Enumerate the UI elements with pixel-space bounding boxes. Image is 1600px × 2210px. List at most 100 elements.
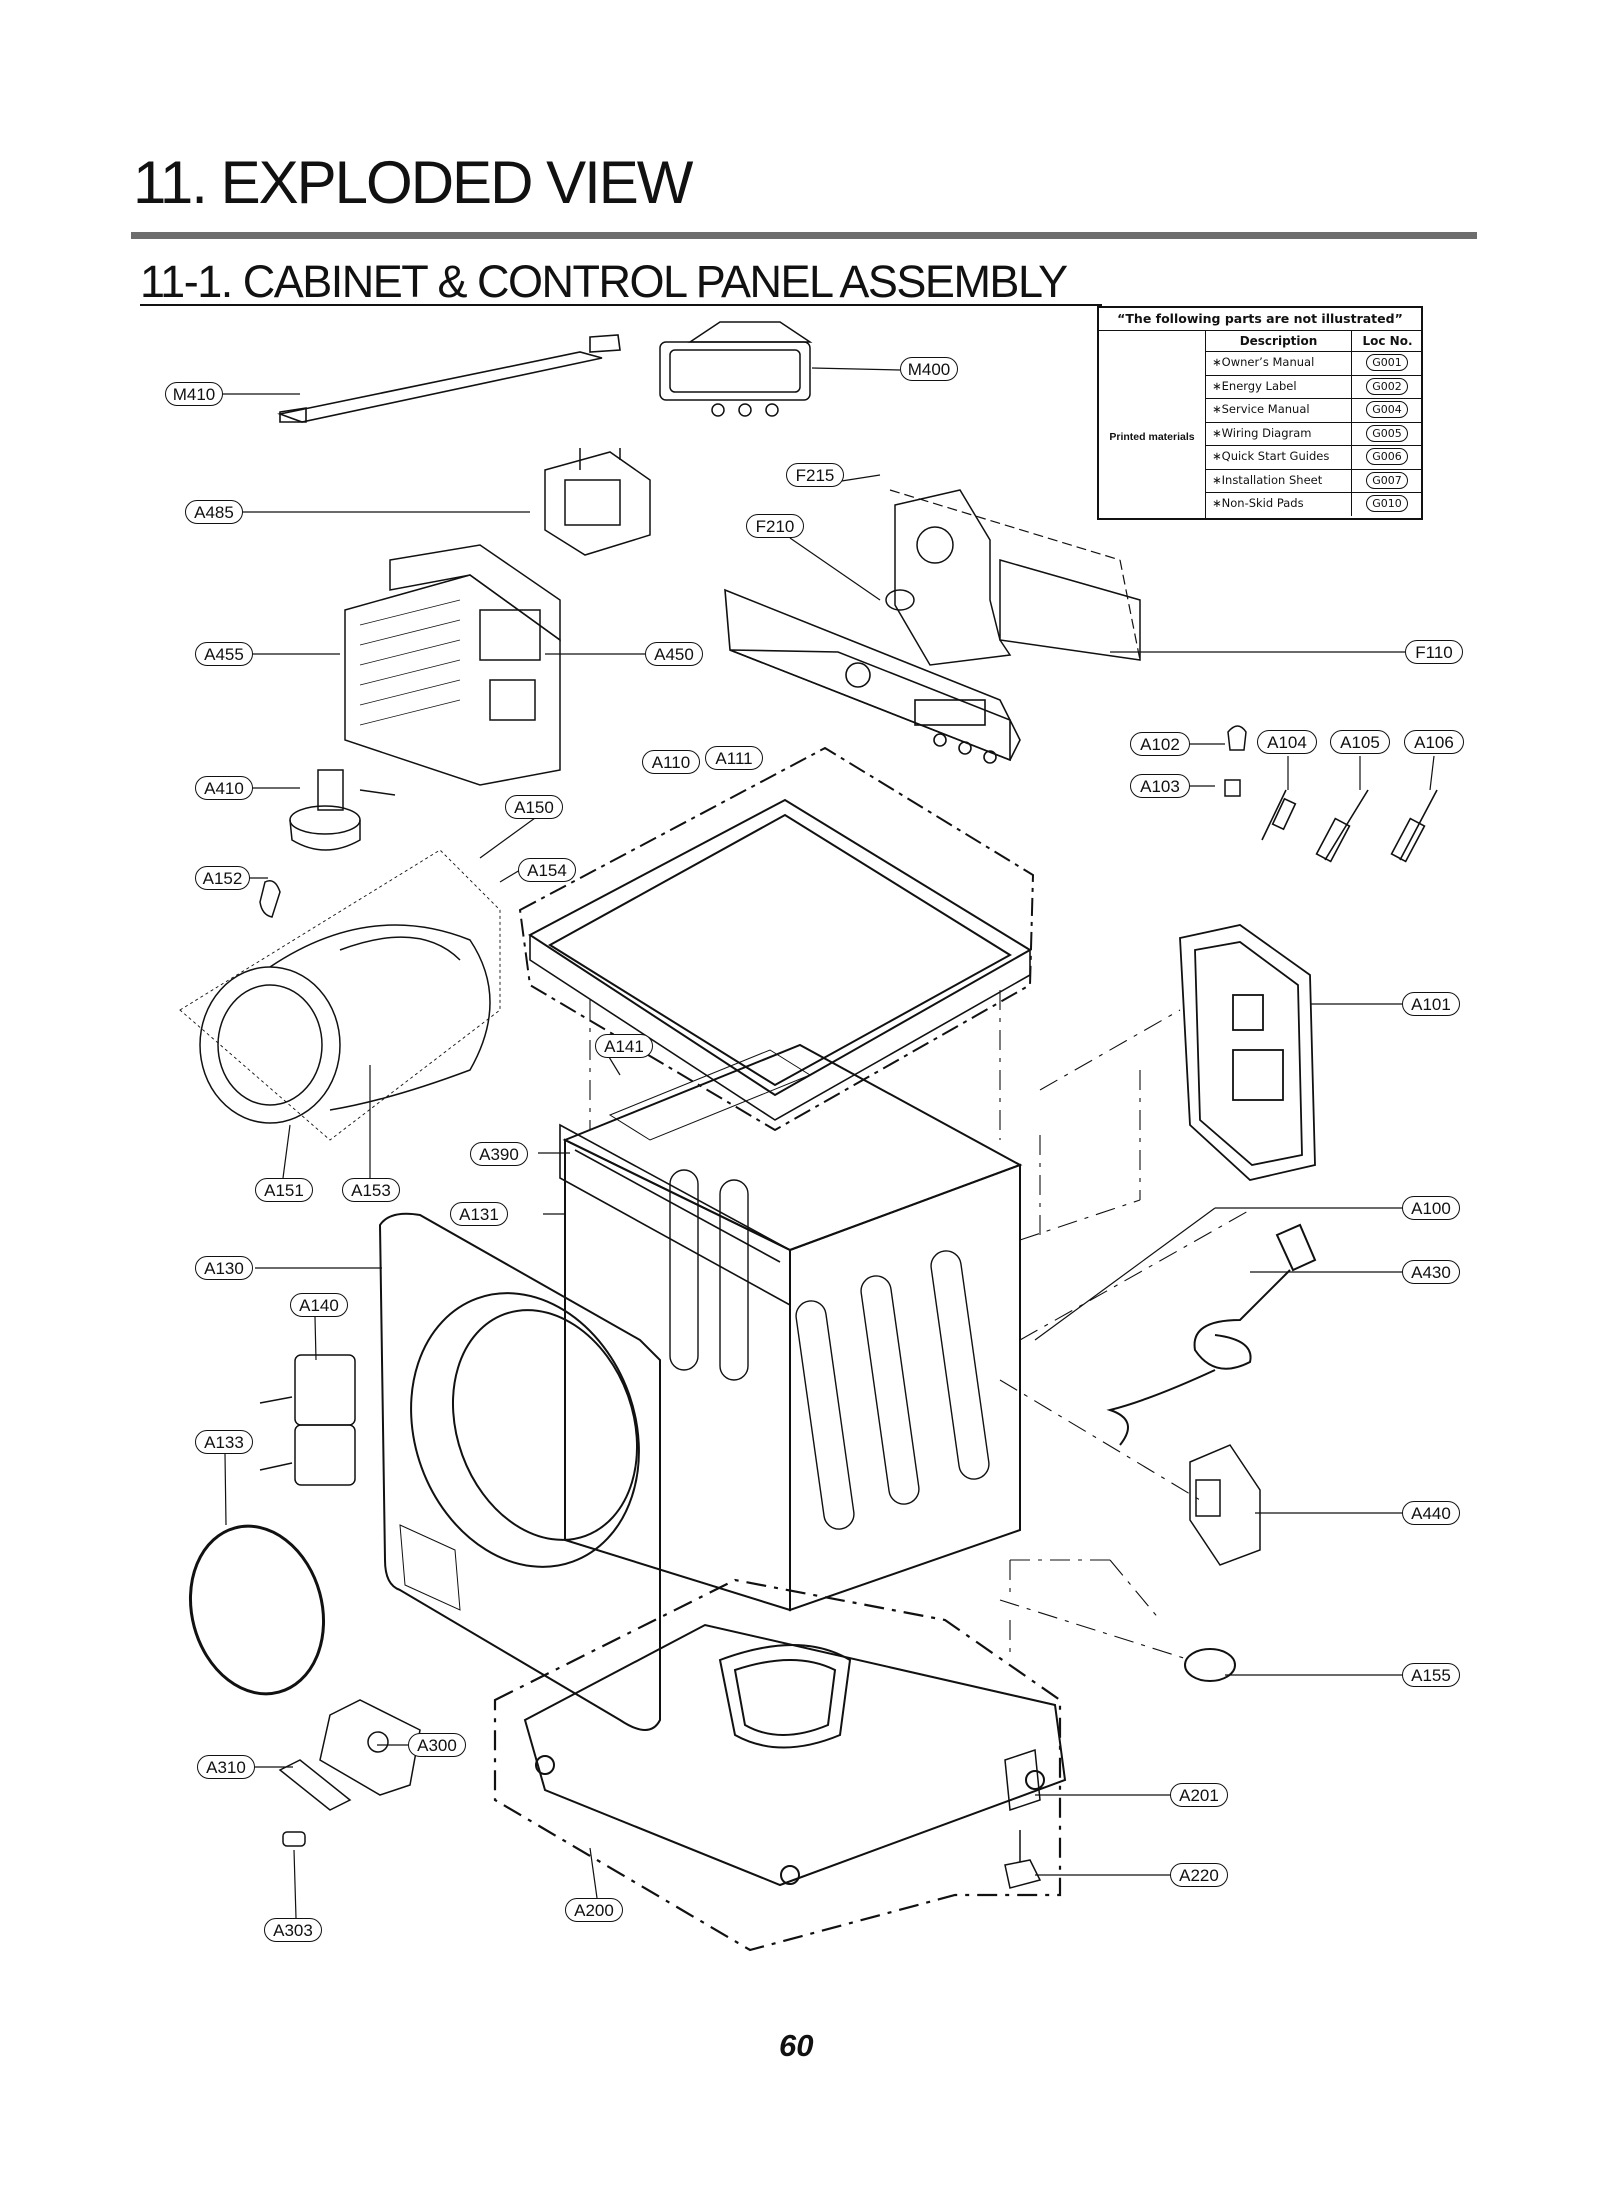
display-part xyxy=(544,448,651,556)
table-row: ∗Non-Skid Pads G010 xyxy=(1206,492,1423,516)
row-description: ∗Energy Label xyxy=(1206,374,1352,398)
callout-a220: A220 xyxy=(1170,1863,1228,1887)
section-rule xyxy=(140,304,1102,306)
column-header-loc: Loc No. xyxy=(1362,334,1413,348)
callout-a485: A485 xyxy=(185,500,243,524)
table-row: ∗Owner’s Manual G001 xyxy=(1206,351,1423,376)
callout-f110: F110 xyxy=(1405,640,1463,664)
clamp-ring-part xyxy=(188,1524,326,1696)
section-title: 11-1. CABINET & CONTROL PANEL ASSEMBLY xyxy=(140,256,1068,307)
row-loc-badge: G001 xyxy=(1366,354,1408,371)
callout-a103: A103 xyxy=(1130,774,1190,798)
row-description: ∗Quick Start Guides xyxy=(1206,445,1352,469)
callout-a100: A100 xyxy=(1402,1196,1460,1220)
callout-f210: F210 xyxy=(746,514,804,538)
page-number: 60 xyxy=(779,2028,814,2063)
callout-a154: A154 xyxy=(518,858,576,882)
control-board-part xyxy=(344,544,561,786)
callout-a141: A141 xyxy=(595,1034,653,1058)
callout-a455: A455 xyxy=(195,642,253,666)
table-heading: “The following parts are not illustrated… xyxy=(1099,308,1421,331)
service-panel-part xyxy=(559,1123,791,1307)
row-loc-badge: G007 xyxy=(1366,471,1408,489)
column-header-description: Description xyxy=(1206,331,1352,351)
row-description: ∗Non-Skid Pads xyxy=(1206,492,1352,516)
callout-a201: A201 xyxy=(1170,1783,1228,1807)
callout-a303: A303 xyxy=(264,1918,322,1942)
hinge-parts xyxy=(1224,725,1247,797)
valve-part xyxy=(659,321,813,417)
callout-a131: A131 xyxy=(450,1202,508,1226)
leveling-leg-parts xyxy=(1004,1748,1042,1889)
power-cord-part xyxy=(1106,1223,1317,1446)
callout-a152: A152 xyxy=(195,866,250,890)
cap-part xyxy=(1184,1648,1236,1682)
parts-not-illustrated-table: “The following parts are not illustrated… xyxy=(1097,306,1423,520)
pcb-board-part xyxy=(885,489,1141,666)
cabinet-slots xyxy=(669,1169,990,1530)
base-dash-box xyxy=(493,1578,1062,1952)
table-row: ∗Quick Start Guides G006 xyxy=(1206,445,1423,470)
title-rule xyxy=(131,232,1477,239)
table-column-headers: Description Loc No. xyxy=(1206,331,1423,352)
construction-lines xyxy=(589,990,1251,1661)
callout-a153: A153 xyxy=(342,1178,400,1202)
motor-part xyxy=(289,769,396,851)
row-description: ∗Owner’s Manual xyxy=(1206,351,1352,375)
callout-a110: A110 xyxy=(642,750,700,774)
callout-a106: A106 xyxy=(1404,730,1464,754)
top-plate-part xyxy=(528,798,1032,1121)
door-part xyxy=(378,1212,661,1731)
callout-a140: A140 xyxy=(290,1293,348,1317)
top-plate-dash-box xyxy=(518,746,1035,1132)
noise-filter-part xyxy=(1189,1444,1261,1566)
table-row: ∗Wiring Diagram G005 xyxy=(1206,421,1423,446)
callout-a151: A151 xyxy=(255,1178,313,1202)
row-loc-badge: G010 xyxy=(1366,495,1408,512)
back-cover-part xyxy=(1179,924,1316,1181)
table-row: ∗Energy Label G002 xyxy=(1206,374,1423,399)
callout-a200: A200 xyxy=(565,1898,623,1922)
row-description: ∗Wiring Diagram xyxy=(1206,421,1352,445)
callout-a104: A104 xyxy=(1257,730,1317,754)
callout-f215: F215 xyxy=(786,463,844,487)
control-panel-part xyxy=(724,588,1021,764)
table-body: Printed materials Description Loc No. ∗O… xyxy=(1099,331,1423,519)
callout-a310: A310 xyxy=(197,1755,255,1779)
row-description: ∗Installation Sheet xyxy=(1206,468,1352,492)
group-label: Printed materials xyxy=(1109,431,1195,443)
row-loc-badge: G006 xyxy=(1366,448,1408,465)
callout-a430: A430 xyxy=(1402,1260,1460,1284)
tub-part xyxy=(179,849,501,1141)
callout-m410: M410 xyxy=(165,382,223,406)
row-loc-badge: G002 xyxy=(1366,377,1408,395)
table-row: ∗Installation Sheet G007 xyxy=(1206,468,1423,493)
door-hinge-parts xyxy=(259,1354,356,1486)
callout-a450: A450 xyxy=(645,642,703,666)
callout-a105: A105 xyxy=(1330,730,1390,754)
row-loc-badge: G005 xyxy=(1366,424,1408,442)
group-cell: Printed materials xyxy=(1099,331,1206,519)
callout-a390: A390 xyxy=(470,1142,528,1166)
callout-a150: A150 xyxy=(505,795,563,819)
base-frame-part xyxy=(523,1623,1067,1887)
callout-a111: A111 xyxy=(705,746,763,770)
drain-plug-part xyxy=(282,1831,306,1847)
callout-a155: A155 xyxy=(1402,1663,1460,1687)
callout-a130: A130 xyxy=(195,1256,253,1280)
row-description: ∗Service Manual xyxy=(1206,398,1352,422)
callout-a101: A101 xyxy=(1402,992,1460,1016)
row-loc-badge: G004 xyxy=(1366,401,1408,418)
table-row: ∗Service Manual G004 xyxy=(1206,398,1423,423)
cabinet-part xyxy=(562,1043,1023,1612)
shock-absorber-parts xyxy=(1261,789,1438,863)
callout-a102: A102 xyxy=(1130,732,1190,756)
callout-m400: M400 xyxy=(900,357,958,381)
page-title: 11. EXPLODED VIEW xyxy=(133,149,693,216)
leader-lines xyxy=(222,367,1435,1919)
callout-a410: A410 xyxy=(195,776,253,800)
callout-a440: A440 xyxy=(1402,1501,1460,1525)
dispenser-part xyxy=(278,1699,421,1811)
bracket-part xyxy=(277,334,621,423)
